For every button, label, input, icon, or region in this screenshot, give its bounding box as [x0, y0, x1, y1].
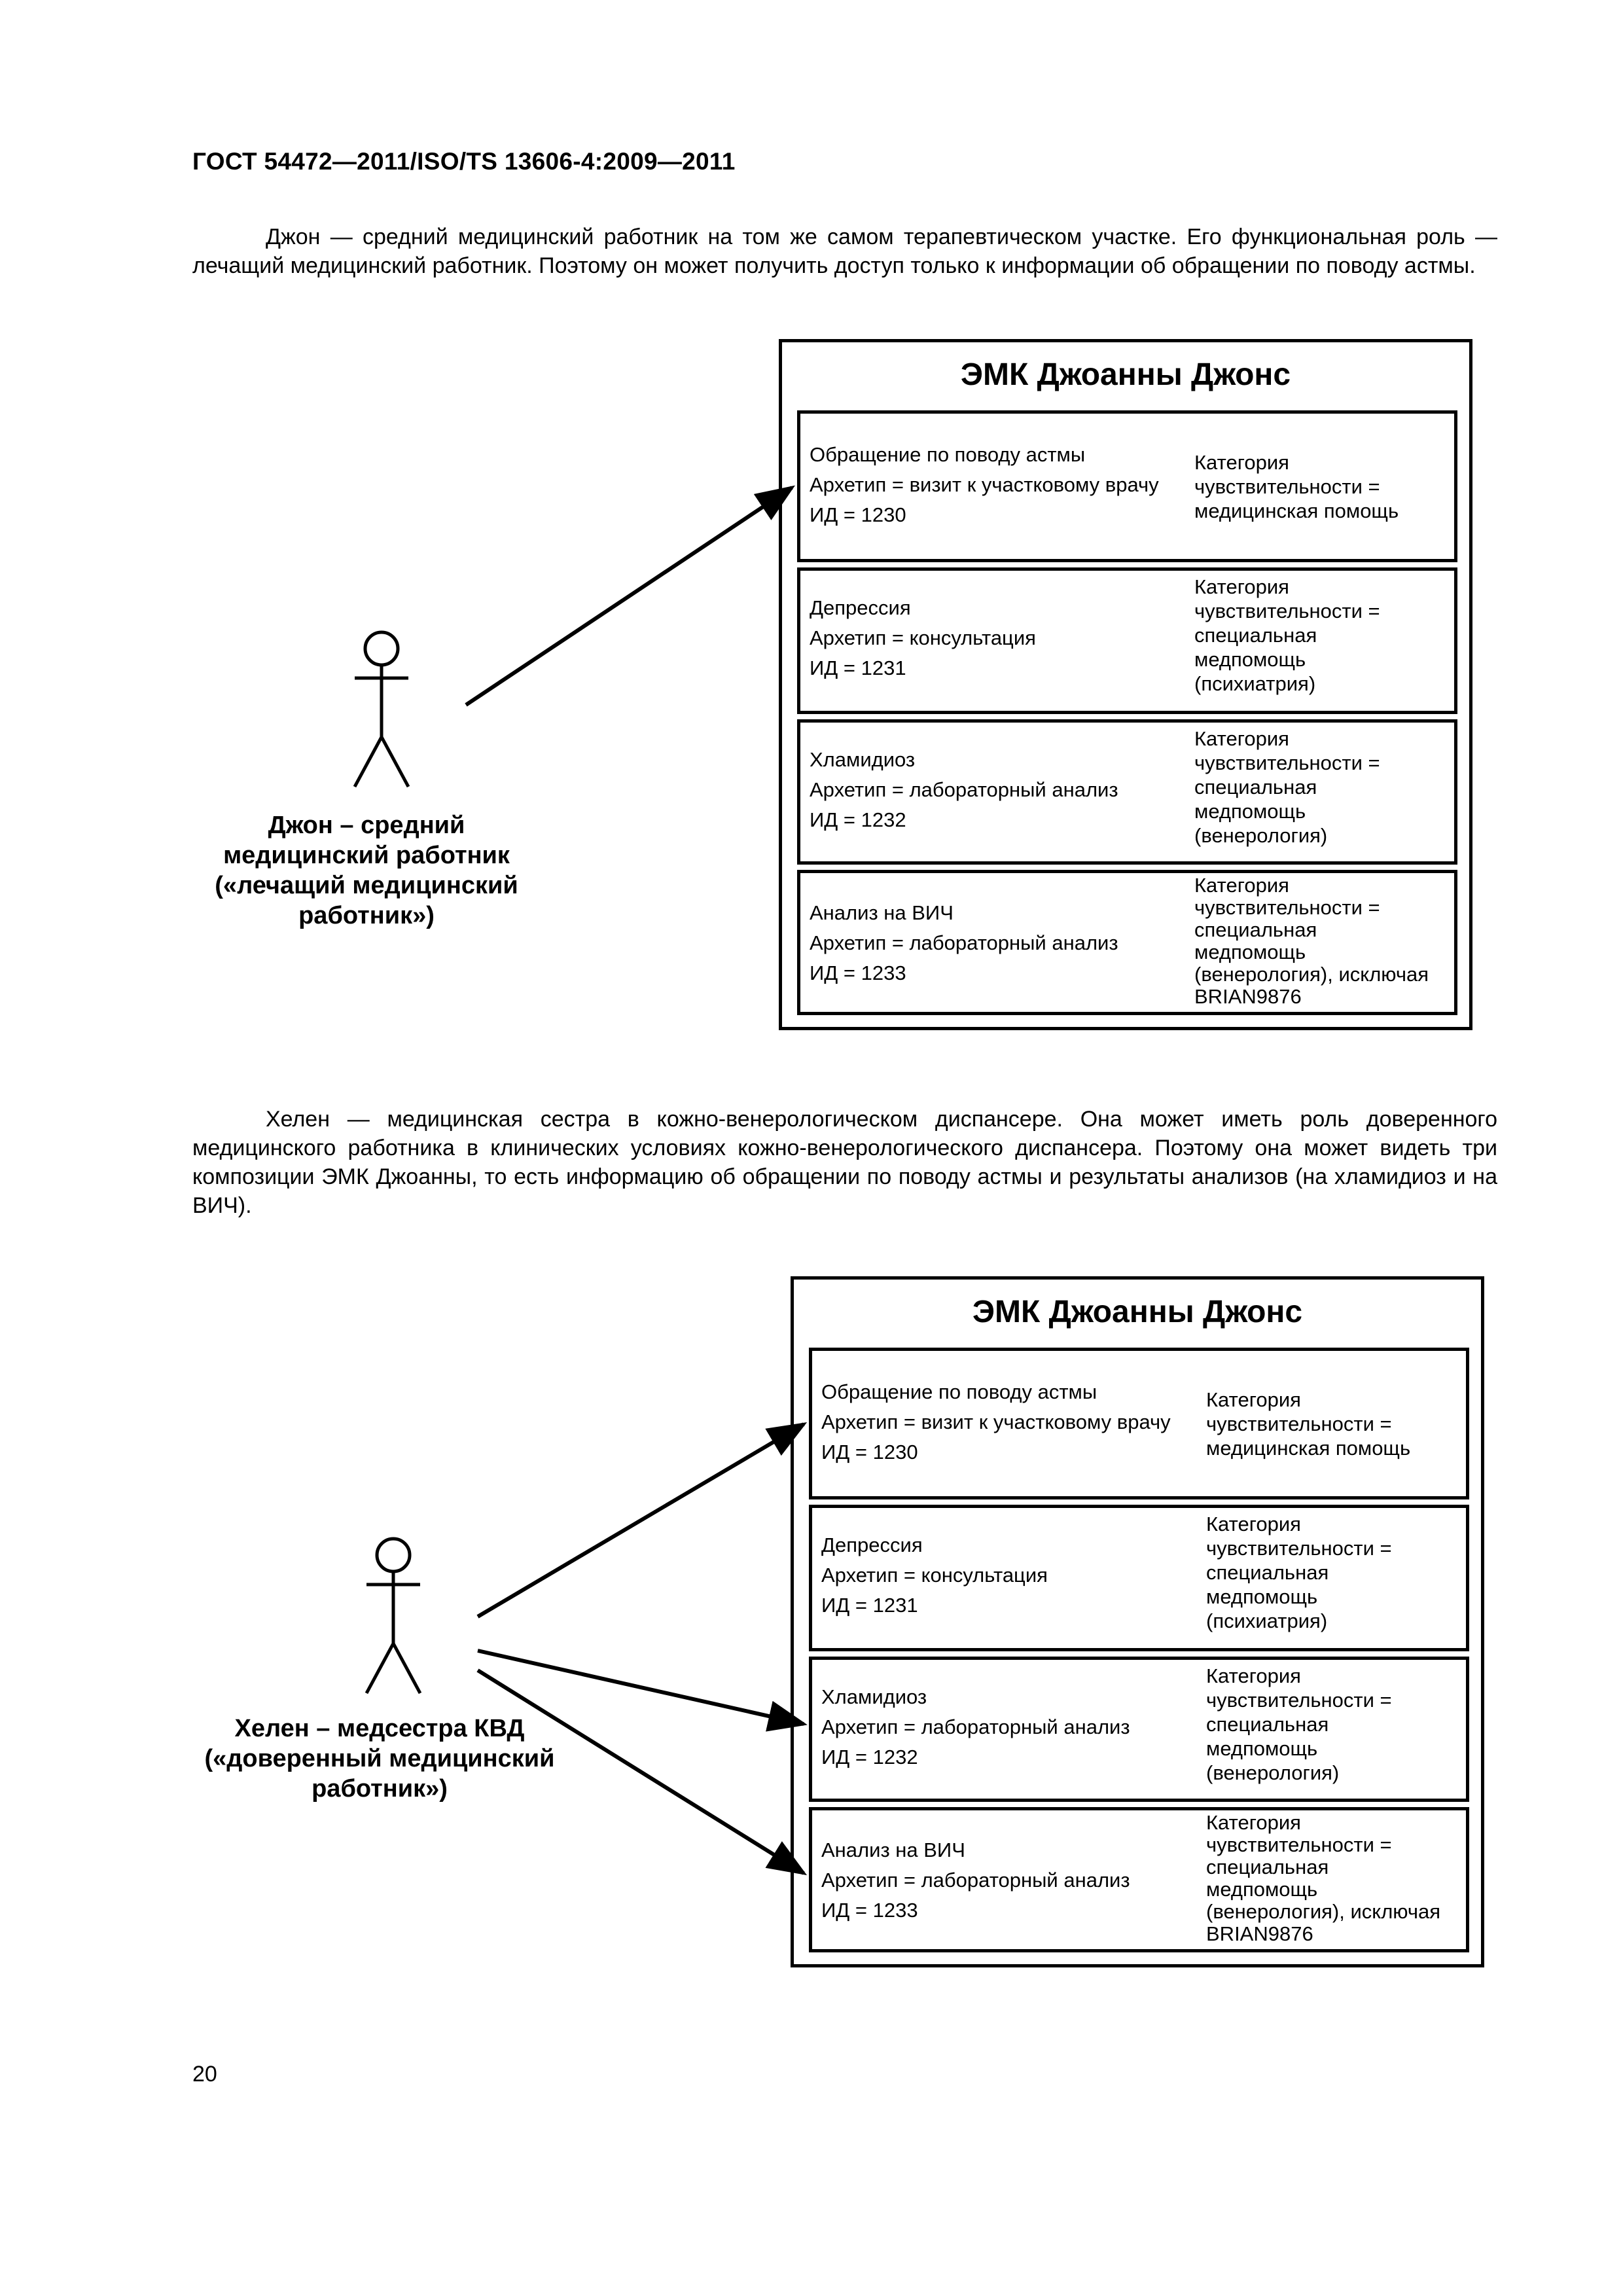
sensitivity-category: (венерология), исключая: [1194, 963, 1429, 986]
sensitivity-category: медпомощь: [1206, 1585, 1318, 1608]
composition-archetype: Архетип = консультация: [810, 626, 1036, 649]
composition-name: Депрессия: [810, 596, 911, 619]
sensitivity-category: чувствительности =: [1206, 1833, 1392, 1856]
sensitivity-category: (венерология): [1206, 1761, 1340, 1784]
emr-title: ЭМК Джоанны Джонс: [972, 1295, 1303, 1329]
composition-id: ИД = 1232: [810, 808, 906, 831]
sensitivity-category: специальная: [1194, 624, 1317, 647]
access-arrow-helen-asthma: [476, 1422, 808, 1619]
sensitivity-category: BRIAN9876: [1206, 1922, 1313, 1945]
page-number: 20: [192, 2062, 217, 2087]
sensitivity-category: чувствительности =: [1194, 600, 1380, 622]
access-arrow-helen-chlamydia: [477, 1649, 808, 1732]
access-arrow-john-asthma: [465, 485, 795, 707]
sensitivity-category: медпомощь: [1206, 1737, 1318, 1760]
sensitivity-category: чувствительности =: [1206, 1412, 1392, 1435]
sensitivity-category: специальная: [1194, 918, 1317, 941]
sensitivity-category: Категория: [1194, 575, 1289, 598]
composition-archetype: Архетип = лабораторный анализ: [810, 931, 1118, 954]
sensitivity-category: медпомощь: [1206, 1878, 1318, 1901]
actor-label-john: Джон – средний медицинский работник («ле…: [215, 812, 518, 929]
composition-name: Депрессия: [821, 1534, 923, 1556]
composition-depression: Депрессия Архетип = консультация ИД = 12…: [809, 1505, 1469, 1651]
composition-name: Хламидиоз: [810, 748, 916, 771]
composition-name: Анализ на ВИЧ: [810, 901, 954, 924]
composition-name: Анализ на ВИЧ: [821, 1839, 965, 1861]
sensitivity-category: медпомощь: [1194, 648, 1306, 671]
composition-depression: Депрессия Архетип = консультация ИД = 12…: [797, 567, 1457, 714]
sensitivity-category: (венерология), исключая: [1206, 1900, 1441, 1923]
sensitivity-category: Категория: [1194, 451, 1289, 474]
sensitivity-category: медпомощь: [1194, 800, 1306, 823]
sensitivity-category: специальная: [1206, 1713, 1329, 1736]
sensitivity-category: чувствительности =: [1194, 475, 1380, 498]
sensitivity-category: чувствительности =: [1194, 751, 1380, 774]
emr-title: ЭМК Джоанны Джонс: [960, 357, 1291, 392]
actor-helen-icon: [365, 1537, 422, 1695]
composition-archetype: Архетип = визит к участковому врачу: [821, 1410, 1171, 1433]
composition-id: ИД = 1232: [821, 1746, 918, 1768]
sensitivity-category: Категория: [1194, 874, 1289, 897]
composition-id: ИД = 1233: [810, 961, 906, 984]
composition-chlamydia: Хламидиоз Архетип = лабораторный анализ …: [797, 719, 1457, 865]
sensitivity-category: (психиатрия): [1206, 1609, 1328, 1632]
composition-archetype: Архетип = лабораторный анализ: [810, 778, 1118, 801]
sensitivity-category: Категория: [1206, 1664, 1301, 1687]
actor-john-icon: [353, 630, 410, 788]
composition-asthma: Обращение по поводу астмы Архетип = визи…: [809, 1348, 1469, 1499]
sensitivity-category: Категория: [1206, 1513, 1301, 1535]
sensitivity-category: медицинская помощь: [1206, 1437, 1411, 1460]
paragraph-john: Джон — средний медицинский работник на т…: [192, 224, 1497, 278]
paragraph-helen: Хелен — медицинская сестра в кожно-венер…: [192, 1107, 1497, 1218]
composition-name: Обращение по поводу астмы: [810, 443, 1086, 466]
composition-chlamydia: Хламидиоз Архетип = лабораторный анализ …: [809, 1657, 1469, 1802]
sensitivity-category: медпомощь: [1194, 941, 1306, 963]
composition-id: ИД = 1233: [821, 1899, 918, 1922]
sensitivity-category: специальная: [1206, 1856, 1329, 1878]
composition-id: ИД = 1230: [810, 503, 906, 526]
sensitivity-category: чувствительности =: [1206, 1689, 1392, 1712]
sensitivity-category: медицинская помощь: [1194, 499, 1399, 522]
composition-archetype: Архетип = лабораторный анализ: [821, 1715, 1130, 1738]
composition-name: Хламидиоз: [821, 1685, 927, 1708]
composition-id: ИД = 1230: [821, 1441, 918, 1463]
sensitivity-category: BRIAN9876: [1194, 985, 1302, 1008]
composition-id: ИД = 1231: [810, 656, 906, 679]
sensitivity-category: чувствительности =: [1206, 1537, 1392, 1560]
sensitivity-category: специальная: [1206, 1561, 1329, 1584]
composition-archetype: Архетип = консультация: [821, 1564, 1048, 1587]
composition-hiv: Анализ на ВИЧ Архетип = лабораторный ана…: [797, 870, 1457, 1015]
composition-hiv: Анализ на ВИЧ Архетип = лабораторный ана…: [809, 1807, 1469, 1952]
composition-name: Обращение по поводу астмы: [821, 1380, 1097, 1403]
composition-id: ИД = 1231: [821, 1594, 918, 1617]
emr-box: ЭМК Джоанны Джонс Обращение по поводу ас…: [779, 339, 1472, 1030]
actor-label-helen: Хелен – медсестра КВД («доверенный медиц…: [204, 1715, 555, 1803]
emr-box: ЭМК Джоанны Джонс Обращение по поводу ас…: [791, 1276, 1484, 1967]
document-header: ГОСТ 54472—2011/ISO/TS 13606-4:2009—2011: [192, 148, 736, 175]
sensitivity-category: Категория: [1194, 727, 1289, 750]
sensitivity-category: Категория: [1206, 1388, 1301, 1411]
access-arrow-helen-hiv: [476, 1668, 808, 1876]
sensitivity-category: специальная: [1194, 776, 1317, 798]
sensitivity-category: (психиатрия): [1194, 672, 1316, 695]
sensitivity-category: Категория: [1206, 1811, 1301, 1834]
sensitivity-category: (венерология): [1194, 824, 1328, 847]
composition-archetype: Архетип = визит к участковому врачу: [810, 473, 1159, 496]
composition-archetype: Архетип = лабораторный анализ: [821, 1869, 1130, 1892]
composition-asthma: Обращение по поводу астмы Архетип = визи…: [797, 410, 1457, 562]
sensitivity-category: чувствительности =: [1194, 896, 1380, 919]
